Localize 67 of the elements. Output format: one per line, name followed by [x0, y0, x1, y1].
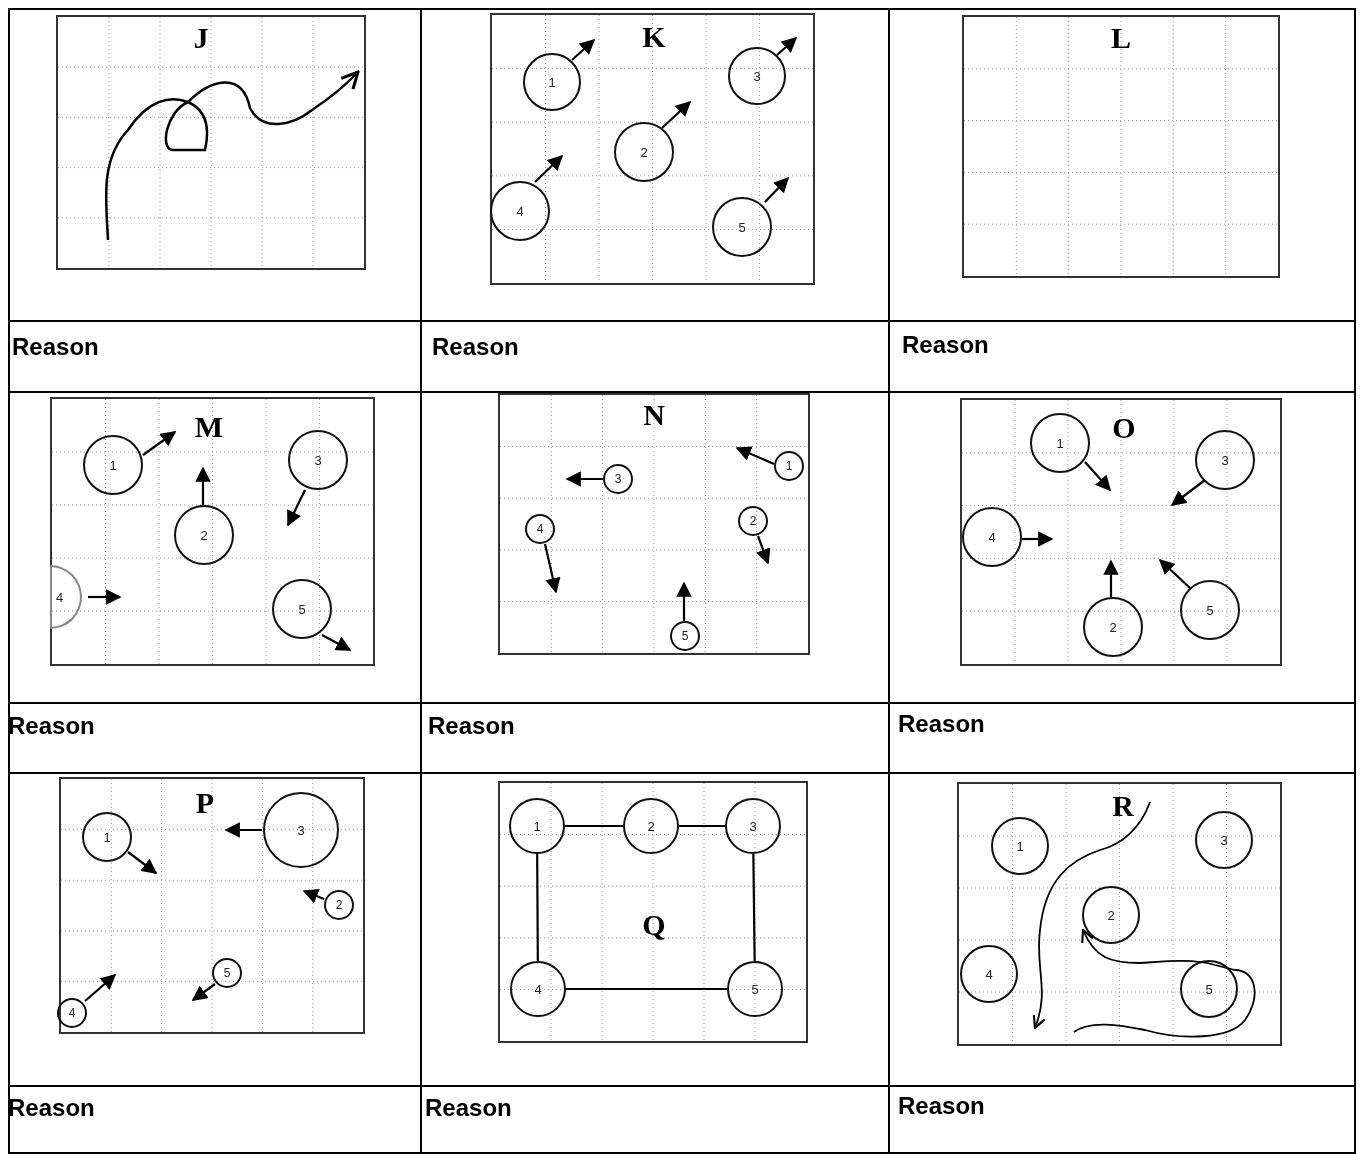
panel-letter: J: [193, 23, 209, 53]
grid-panel: [50, 397, 375, 666]
circle: 2: [324, 890, 354, 920]
connector-line: [565, 824, 623, 828]
row-label: Reason: [8, 712, 95, 740]
circle: 5: [727, 961, 783, 1017]
grid-panel: [59, 777, 365, 1034]
circle: 2: [174, 505, 234, 565]
connector-line: [566, 987, 727, 991]
circle: 2: [623, 798, 679, 854]
circle: 1: [1030, 413, 1090, 473]
connector-line: [752, 854, 756, 961]
circle: 3: [725, 798, 781, 854]
grid-panel: [962, 15, 1280, 278]
panel-letter: M: [194, 412, 224, 442]
row-label: Reason: [902, 331, 989, 359]
circle: 3: [263, 792, 339, 868]
grid-panel: [957, 782, 1282, 1046]
connector-line: [679, 824, 725, 828]
connector-line: [536, 854, 539, 961]
circle: 4: [525, 514, 555, 544]
grid-panel: [498, 781, 808, 1043]
circle: 1: [509, 798, 565, 854]
circle: 3: [603, 464, 633, 494]
circle: 1: [82, 812, 132, 862]
panel-letter: L: [1111, 23, 1131, 53]
panel-letter: N: [643, 400, 665, 430]
grid-panel: [960, 398, 1282, 666]
row-label: Reason: [898, 1092, 985, 1120]
circle: 4: [960, 945, 1018, 1003]
grid-panel: [56, 15, 366, 270]
circle: 4: [962, 507, 1022, 567]
circle: 2: [1082, 886, 1140, 944]
row-label: Reason: [428, 712, 515, 740]
circle: 4: [57, 998, 87, 1028]
grid-panel: [498, 393, 810, 655]
curved-arrow: [1073, 928, 1256, 1038]
row-label: Reason: [432, 333, 519, 361]
circle: 1: [83, 435, 143, 495]
circle: 1: [774, 451, 804, 481]
circle: 2: [1083, 597, 1143, 657]
circle: 4: [490, 181, 550, 241]
circle: 3: [288, 430, 348, 490]
circle: 1: [523, 53, 581, 111]
panel-letter: Q: [642, 910, 666, 940]
circle: 3: [1195, 430, 1255, 490]
circle: 5: [1180, 580, 1240, 640]
circle: 3: [728, 47, 786, 105]
panel-letter: O: [1112, 413, 1136, 443]
row-label: Reason: [898, 710, 985, 738]
row-label: Reason: [425, 1094, 512, 1122]
grid-panel: [490, 13, 815, 285]
circle: 5: [272, 579, 332, 639]
panel-letter: R: [1112, 791, 1134, 821]
circle: 5: [712, 197, 772, 257]
circle: 1: [991, 817, 1049, 875]
circle: 5: [670, 621, 700, 651]
circle: 5: [1180, 960, 1238, 1018]
panel-letter: P: [195, 788, 215, 818]
row-label: Reason: [12, 333, 99, 361]
row-label: Reason: [8, 1094, 95, 1122]
circle: 4: [510, 961, 566, 1017]
circle: 2: [738, 506, 768, 536]
panel-letter: K: [642, 22, 666, 52]
circle: 5: [212, 958, 242, 988]
circle: 3: [1195, 811, 1253, 869]
circle: 2: [614, 122, 674, 182]
